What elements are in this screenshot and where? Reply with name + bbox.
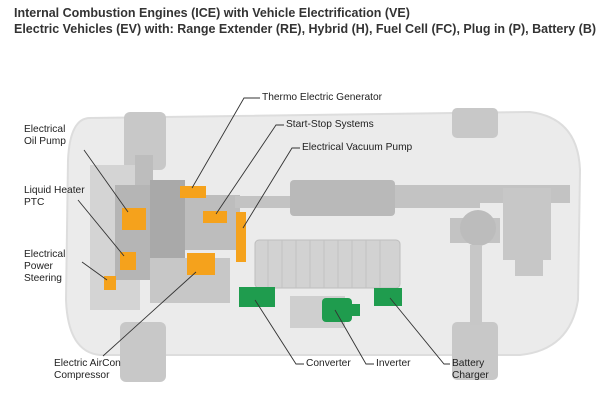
inverter-cap — [350, 304, 360, 316]
converter-component — [239, 287, 275, 307]
leader-thermo — [191, 97, 260, 189]
rear-battery — [503, 188, 551, 260]
wheel-rear-right — [452, 322, 498, 380]
label-vacuum-pump: Electrical Vacuum Pump — [302, 142, 413, 153]
label-converter: Converter — [306, 358, 351, 369]
oil-pump-component — [122, 208, 146, 230]
leader-vacuum — [242, 147, 300, 229]
rear-shaft — [470, 245, 482, 325]
battery-ribs — [267, 240, 381, 288]
inverter-component — [322, 298, 352, 322]
leader-battery-charger — [389, 297, 450, 365]
leader-lines — [77, 97, 450, 365]
leader-inverter — [334, 309, 374, 365]
power-steering-component — [104, 276, 116, 290]
vacuum-pump-component — [236, 212, 246, 262]
wheel-front-left — [124, 112, 166, 170]
leader-power-steering — [81, 261, 108, 281]
thermo-generator-component — [180, 186, 206, 198]
title-line-1: Internal Combustion Engines (ICE) with V… — [14, 6, 410, 20]
label-start-stop: Start-Stop Systems — [286, 119, 374, 130]
battery-charger-component — [374, 288, 402, 306]
rear-battery-base — [515, 258, 543, 276]
leader-aircon — [102, 271, 197, 357]
differential — [460, 210, 496, 246]
title-line-2: Electric Vehicles (EV) with: Range Exten… — [14, 22, 597, 36]
label-thermo-generator: Thermo Electric Generator — [262, 92, 383, 103]
label-inverter: Inverter — [376, 358, 411, 369]
liquid-heater-component — [120, 252, 136, 270]
leader-oil-pump — [83, 149, 129, 213]
leader-converter — [254, 299, 304, 365]
aircon-component — [187, 253, 215, 275]
wheel-rear-left — [452, 108, 498, 138]
leader-liquid-heater — [77, 199, 125, 257]
exhaust-muffler — [290, 180, 395, 216]
start-stop-component — [203, 211, 227, 223]
wheel-front-right — [120, 322, 166, 382]
leader-start-stop — [215, 124, 284, 215]
battery-pack — [254, 239, 401, 289]
